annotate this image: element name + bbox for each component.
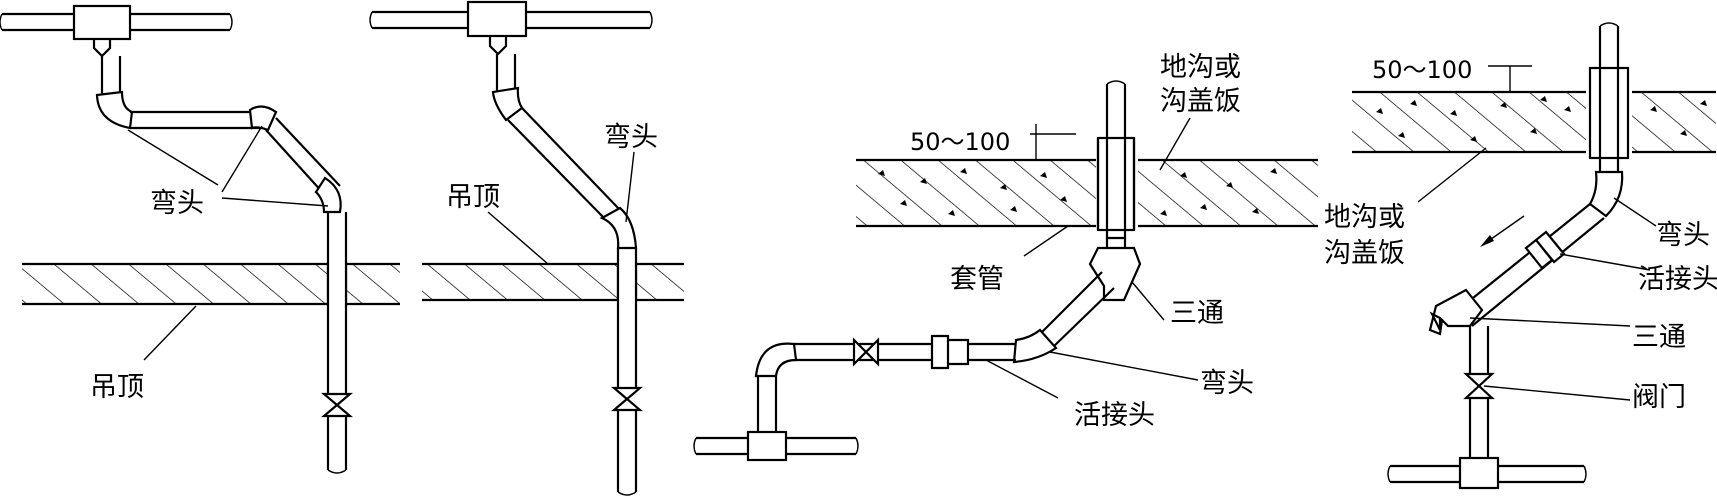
trench-label-line2: 沟盖饭 — [1160, 86, 1241, 117]
suspended-ceiling — [422, 262, 684, 302]
gate-valve-icon — [852, 337, 880, 367]
elbow-fitting — [599, 206, 638, 250]
elbow-fitting — [248, 105, 278, 132]
valve-label: 阀门 — [1632, 382, 1686, 413]
dimension-label: 50～100 — [910, 128, 1010, 156]
leader-lines — [1417, 147, 1657, 401]
ceiling-label: 吊顶 — [446, 182, 500, 213]
vertical-riser-pipe — [326, 212, 348, 474]
tee-fitting — [1458, 456, 1500, 490]
tee-branch-stub — [1429, 311, 1442, 331]
leader-lines — [487, 151, 635, 265]
leader-lines — [985, 117, 1199, 399]
diagram-2-ceiling-riser: 弯头 吊顶 — [369, 0, 684, 496]
elbow-label: 弯头 — [1200, 368, 1254, 399]
suspended-ceiling — [22, 262, 400, 306]
diagonal-pipe — [1041, 271, 1115, 349]
diagram-4-trench-connection: 50～100 地沟或 沟盖饭 弯头 活接头 三通 阀门 — [1324, 22, 1717, 490]
union-label: 活接头 — [1638, 264, 1717, 295]
tee-label: 三通 — [1170, 298, 1224, 329]
horizontal-branch-pipe — [130, 110, 265, 130]
diagonal-pipe — [507, 107, 621, 221]
elbow-fitting — [314, 176, 342, 214]
diagonal-pipe — [1457, 203, 1605, 327]
diagram-3-trench-connection: 地沟或 沟盖饭 50～100 套管 三通 弯头 活接头 — [693, 52, 1318, 462]
diagonal-pipe — [265, 117, 341, 195]
trench-label-line2: 沟盖饭 — [1324, 238, 1405, 269]
elbow-label: 弯头 — [1656, 220, 1710, 251]
union-fitting — [1524, 230, 1566, 270]
tee-fitting — [72, 4, 132, 41]
dimension-marker — [1030, 124, 1076, 160]
tee-outlet-neck — [488, 36, 508, 56]
gate-valve-icon — [320, 392, 354, 418]
sleeve-label: 套管 — [950, 264, 1004, 295]
tee-fitting — [1088, 246, 1142, 302]
floor-trench-slab — [1352, 80, 1716, 156]
dimension-label: 50～100 — [1372, 56, 1472, 84]
gate-valve-icon — [1463, 372, 1495, 400]
sleeve-casing — [1588, 66, 1630, 160]
vertical-riser-pipe — [1598, 22, 1620, 174]
elbow-fitting — [754, 342, 798, 378]
horizontal-branch-pipe — [794, 342, 1016, 362]
elbow-label: 弯头 — [150, 188, 204, 219]
elbow-fitting — [95, 90, 134, 130]
dimension-marker — [1488, 65, 1532, 92]
tee-fitting — [746, 430, 788, 462]
elbow-label: 弯头 — [604, 122, 658, 153]
flow-arrow-icon — [1480, 215, 1525, 247]
leader-lines — [127, 125, 329, 361]
vertical-riser-pipe — [1105, 80, 1127, 250]
tee-outlet-neck — [92, 39, 112, 58]
gate-valve-icon — [610, 386, 644, 412]
elbow-fitting — [491, 86, 524, 122]
diagram-1-ceiling-riser: 弯头 吊顶 — [0, 4, 400, 474]
floor-trench-slab — [856, 150, 1318, 228]
trench-label: 地沟或 — [1160, 52, 1241, 83]
trench-label: 地沟或 — [1324, 202, 1405, 233]
tee-label: 三通 — [1632, 322, 1686, 353]
vertical-branch-pipe — [1468, 326, 1490, 460]
elbow-fitting — [1012, 328, 1058, 364]
vertical-branch-pipe — [756, 376, 778, 434]
union-fitting — [930, 334, 970, 370]
tee-fitting — [466, 0, 528, 38]
sleeve-casing — [1096, 136, 1136, 232]
drop-pipe — [495, 54, 517, 92]
ceiling-label: 吊顶 — [90, 372, 144, 403]
union-label: 活接头 — [1074, 400, 1155, 431]
elbow-fitting — [1588, 170, 1624, 218]
